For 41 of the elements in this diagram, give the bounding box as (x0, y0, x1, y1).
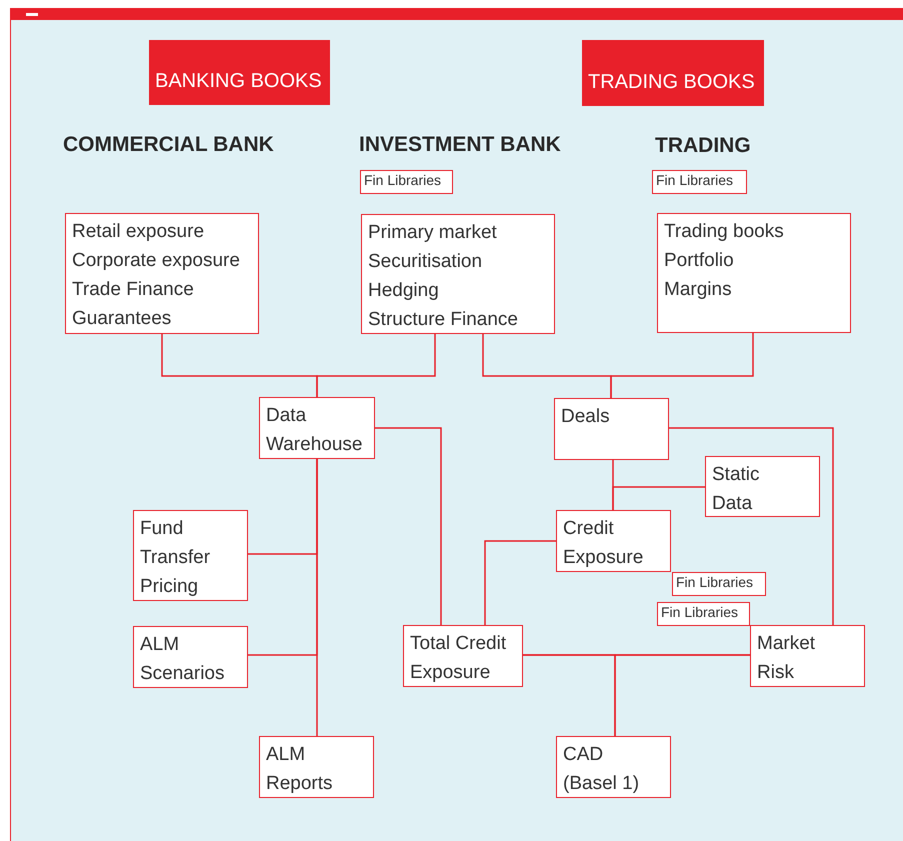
process-box: ALM Scenarios (133, 626, 248, 688)
process-box: Fund Transfer Pricing (133, 510, 248, 601)
process-box: Data Warehouse (259, 397, 375, 459)
connector-line (375, 427, 442, 625)
box-text: Trade Finance (72, 278, 195, 302)
process-box: Deals (554, 398, 669, 460)
section-banner: BANKING BOOKS (149, 40, 330, 105)
connector-line (612, 486, 705, 510)
process-box: Static Data (705, 456, 820, 517)
box-text: Structure Finance (368, 308, 519, 332)
process-box: CAD (Basel 1) (556, 736, 671, 798)
process-box: Credit Exposure (556, 510, 671, 572)
column-heading: INVESTMENT BANK (359, 133, 561, 157)
column-heading: TRADING (655, 134, 751, 158)
process-box: Total Credit Exposure (403, 625, 523, 687)
section-banner: TRADING BOOKS (582, 40, 764, 106)
box-text: Retail exposure (72, 220, 206, 244)
connector-line (669, 427, 834, 625)
connector-line (316, 459, 318, 736)
box-text: Hedging (368, 279, 440, 303)
box-text: Corporate exposure (72, 249, 241, 273)
library-tag: Fin Libraries (652, 170, 747, 194)
box-text: Guarantees (72, 307, 172, 331)
connector-line (610, 333, 754, 398)
process-box (65, 213, 259, 334)
library-tag: Fin Libraries (657, 602, 750, 626)
process-box (657, 213, 851, 333)
box-text: Securitisation (368, 250, 484, 274)
process-box: Market Risk (750, 625, 865, 687)
connector-line (484, 540, 556, 625)
connector-line (316, 334, 436, 397)
library-tag: Fin Libraries (360, 170, 453, 194)
process-box (361, 214, 555, 334)
library-tag: Fin Libraries (672, 572, 766, 596)
box-text: Margins (664, 278, 733, 302)
box-text: Primary market (368, 221, 498, 245)
box-text: Portfolio (664, 249, 735, 273)
box-text: Trading books (664, 220, 785, 244)
process-box: ALM Reports (259, 736, 374, 798)
column-heading: COMMERCIAL BANK (63, 133, 274, 157)
connector-line (614, 654, 750, 736)
